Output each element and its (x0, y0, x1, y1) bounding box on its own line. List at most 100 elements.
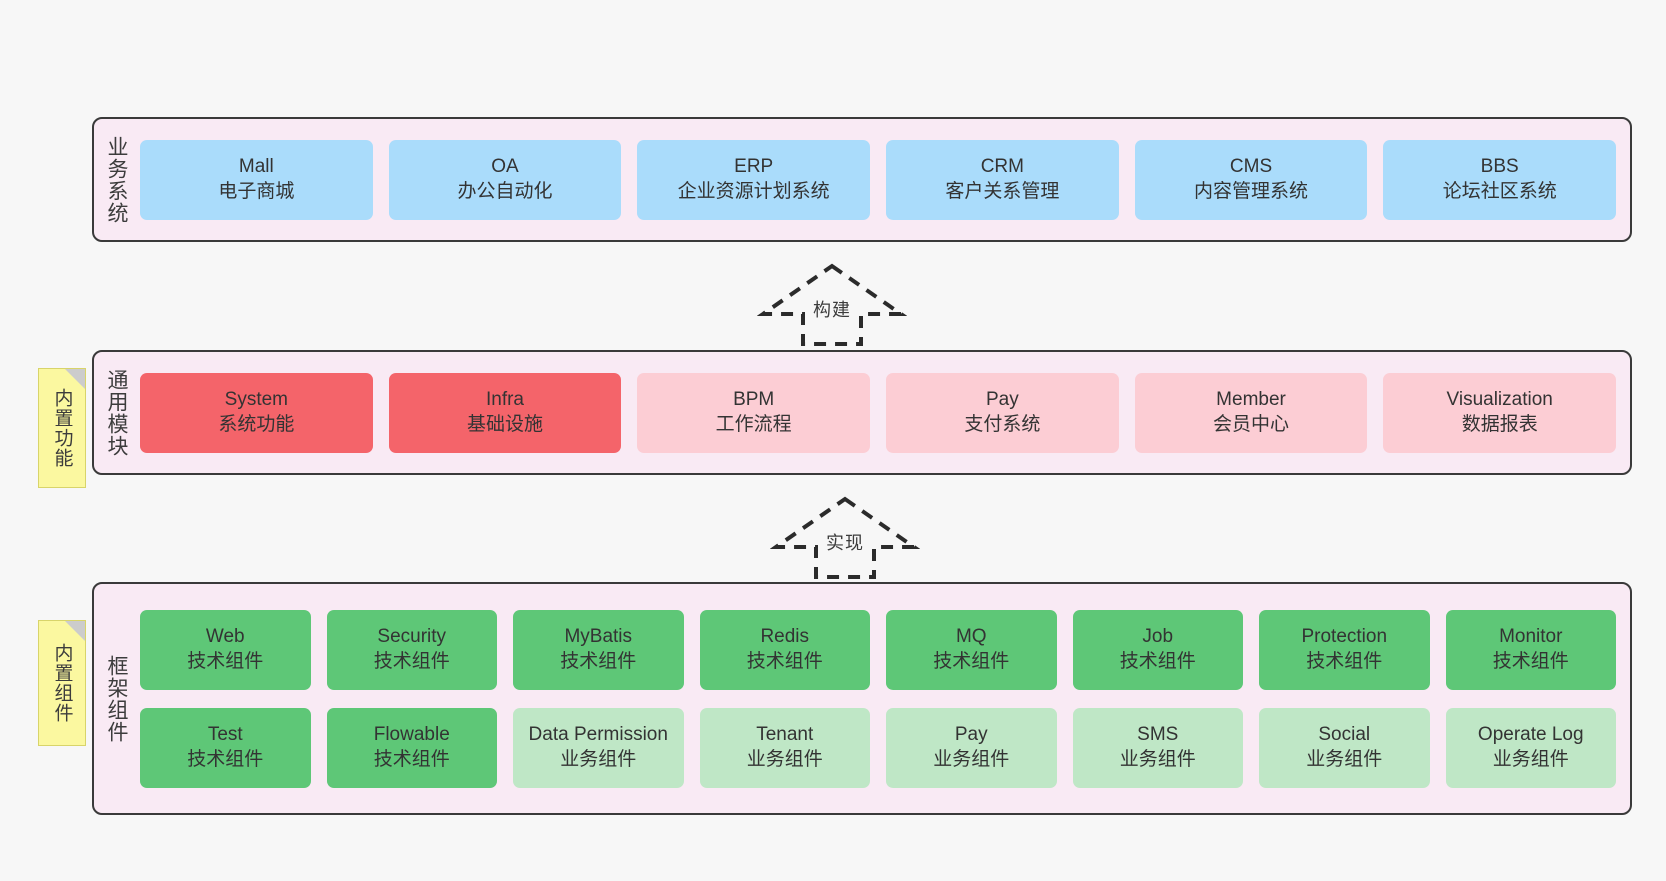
card-title: Social (1318, 724, 1371, 746)
note-fold-corner-icon (65, 621, 85, 641)
card-visualization[interactable]: Visualization 数据报表 (1383, 372, 1617, 453)
arrow-build-icon (757, 263, 907, 346)
card-job[interactable]: Job 技术组件 (1072, 609, 1243, 690)
card-subtitle: 客户关系管理 (945, 180, 1060, 202)
card-mall[interactable]: Mall 电子商城 (140, 139, 373, 220)
card-subtitle: 数据报表 (1461, 413, 1538, 435)
card-mybatis[interactable]: MyBatis 技术组件 (513, 609, 684, 690)
card-redis[interactable]: Redis 技术组件 (699, 609, 870, 690)
note-label: 内置功能 (51, 388, 73, 468)
card-subtitle: 业务组件 (933, 748, 1010, 770)
card-oa[interactable]: OA 办公自动化 (388, 139, 622, 220)
card-title: Member (1216, 389, 1286, 411)
card-title: Pay (954, 724, 988, 746)
card-title: Mall (238, 156, 274, 178)
card-protection[interactable]: Protection 技术组件 (1259, 609, 1430, 690)
layer-body-business-system: Mall 电子商城 OA 办公自动化 ERP 企业资源计划系统 CRM 客户关系… (138, 119, 1630, 240)
layer-framework: 框架组件 Web 技术组件 Security 技术组件 MyBatis 技术组件… (92, 582, 1632, 815)
arrow-build: 构建 (757, 262, 907, 348)
card-subtitle: 系统功能 (218, 413, 295, 435)
card-subtitle: 技术组件 (373, 748, 450, 770)
card-subtitle: 业务组件 (560, 748, 637, 770)
note-builtin-function: 内置功能 (38, 368, 86, 488)
card-title: CMS (1229, 156, 1273, 178)
card-title: Tenant (756, 724, 814, 746)
card-erp[interactable]: ERP 企业资源计划系统 (637, 139, 871, 220)
card-bpm[interactable]: BPM 工作流程 (637, 372, 871, 453)
card-subtitle: 电子商城 (218, 180, 295, 202)
card-cms[interactable]: CMS 内容管理系统 (1134, 139, 1368, 220)
arrow-implement-icon (770, 496, 920, 579)
card-data-permission[interactable]: Data Permission 业务组件 (513, 707, 684, 788)
layer-title-business-system: 业务系统 (104, 135, 128, 224)
card-title: Job (1142, 626, 1174, 648)
card-subtitle: 技术组件 (560, 650, 637, 672)
card-subtitle: 技术组件 (187, 748, 264, 770)
card-pay-component[interactable]: Pay 业务组件 (886, 707, 1057, 788)
card-subtitle: 业务组件 (1119, 748, 1196, 770)
card-row: Mall 电子商城 OA 办公自动化 ERP 企业资源计划系统 CRM 客户关系… (140, 139, 1617, 220)
layer-body-common-module: System 系统功能 Infra 基础设施 BPM 工作流程 Pay 支付系统… (138, 352, 1630, 473)
card-subtitle: 业务组件 (1306, 748, 1383, 770)
card-bbs[interactable]: BBS 论坛社区系统 (1383, 139, 1617, 220)
card-sms[interactable]: SMS 业务组件 (1072, 707, 1243, 788)
card-subtitle: 技术组件 (187, 650, 264, 672)
card-subtitle: 技术组件 (373, 650, 450, 672)
layer-title-common-module: 通用模块 (104, 368, 128, 457)
card-subtitle: 论坛社区系统 (1442, 180, 1557, 202)
card-crm[interactable]: CRM 客户关系管理 (886, 139, 1119, 220)
card-title: ERP (734, 156, 774, 178)
card-subtitle: 技术组件 (1492, 650, 1569, 672)
card-title: Security (377, 626, 447, 648)
card-title: BPM (733, 389, 775, 411)
card-row-business: Test 技术组件 Flowable 技术组件 Data Permission … (140, 707, 1616, 788)
card-subtitle: 业务组件 (746, 748, 823, 770)
layer-common-module: 通用模块 System 系统功能 Infra 基础设施 BPM 工作流程 Pay… (92, 350, 1632, 475)
card-mq[interactable]: MQ 技术组件 (886, 609, 1057, 690)
card-test[interactable]: Test 技术组件 (140, 707, 311, 788)
arrow-implement-label-wrap: 实现 (770, 529, 920, 555)
card-subtitle: 技术组件 (933, 650, 1010, 672)
card-row-tech: Web 技术组件 Security 技术组件 MyBatis 技术组件 Redi… (140, 609, 1616, 690)
card-title: Pay (985, 389, 1019, 411)
card-title: Redis (760, 626, 810, 648)
card-subtitle: 会员中心 (1213, 413, 1290, 435)
card-title: SMS (1137, 724, 1179, 746)
card-flowable[interactable]: Flowable 技术组件 (326, 707, 497, 788)
card-monitor[interactable]: Monitor 技术组件 (1445, 609, 1616, 690)
card-title: Protection (1301, 626, 1388, 648)
card-system[interactable]: System 系统功能 (140, 372, 373, 453)
card-title: OA (491, 156, 519, 178)
card-subtitle: 技术组件 (1119, 650, 1196, 672)
card-subtitle: 技术组件 (746, 650, 823, 672)
card-title: MQ (955, 626, 987, 648)
card-title: MyBatis (564, 626, 633, 648)
arrow-build-label-wrap: 构建 (757, 296, 907, 322)
card-social[interactable]: Social 业务组件 (1259, 707, 1430, 788)
arrow-build-label: 构建 (811, 300, 853, 320)
card-title: System (224, 389, 289, 411)
card-title: Visualization (1446, 389, 1553, 411)
card-tenant[interactable]: Tenant 业务组件 (699, 707, 870, 788)
card-subtitle: 企业资源计划系统 (677, 180, 830, 202)
card-subtitle: 工作流程 (715, 413, 792, 435)
note-label: 内置组件 (51, 643, 73, 723)
arrow-implement: 实现 (770, 495, 920, 581)
card-title: Web (205, 626, 245, 648)
note-builtin-component: 内置组件 (38, 620, 86, 746)
card-operate-log[interactable]: Operate Log 业务组件 (1445, 707, 1616, 788)
layer-title-framework: 框架组件 (104, 654, 128, 743)
card-security[interactable]: Security 技术组件 (326, 609, 497, 690)
card-title: CRM (980, 156, 1024, 178)
card-infra[interactable]: Infra 基础设施 (388, 372, 622, 453)
card-title: Monitor (1499, 626, 1563, 648)
card-title: Data Permission (528, 724, 668, 746)
layer-business-system: 业务系统 Mall 电子商城 OA 办公自动化 ERP 企业资源计划系统 CRM… (92, 117, 1632, 242)
card-title: Infra (485, 389, 525, 411)
card-row: System 系统功能 Infra 基础设施 BPM 工作流程 Pay 支付系统… (140, 372, 1617, 453)
card-pay-module[interactable]: Pay 支付系统 (886, 372, 1119, 453)
card-web[interactable]: Web 技术组件 (140, 609, 311, 690)
card-subtitle: 基础设施 (467, 413, 544, 435)
card-member[interactable]: Member 会员中心 (1134, 372, 1368, 453)
